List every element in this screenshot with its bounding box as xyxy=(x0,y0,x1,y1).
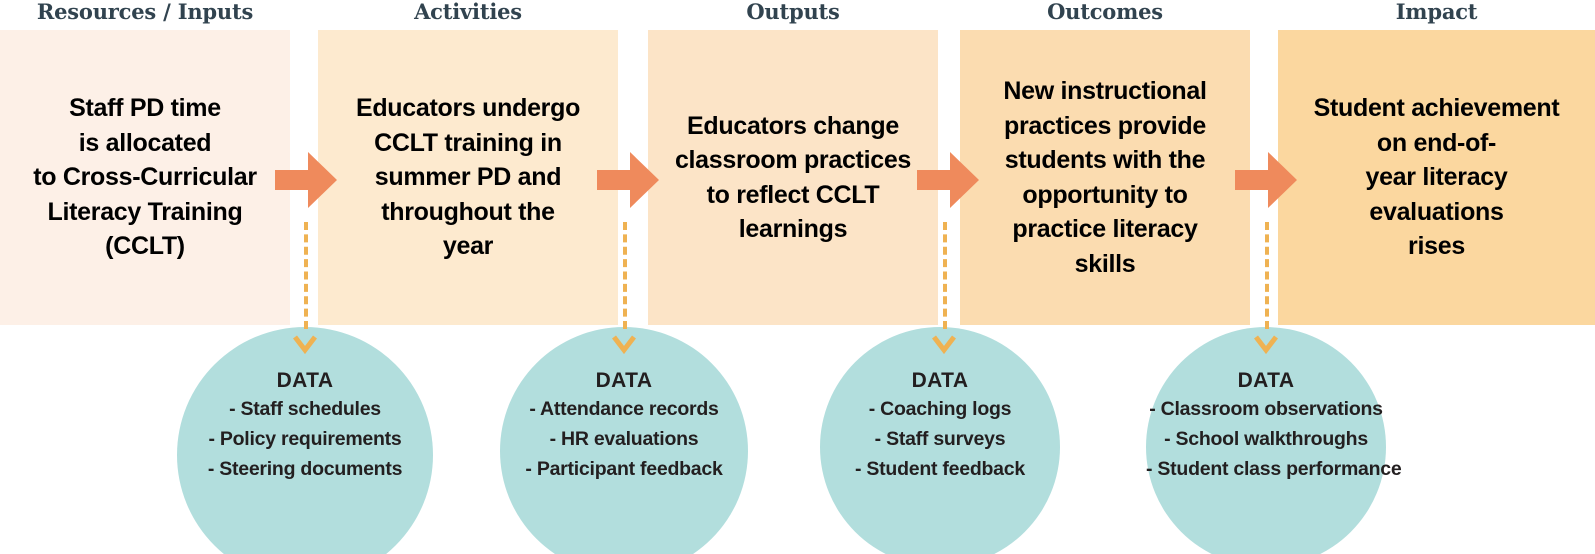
stage-panel-text-outcomes: New instructional practices provide stud… xyxy=(1003,77,1207,278)
data-connector-2 xyxy=(604,222,644,357)
data-item-3-1: - Coaching logs xyxy=(868,398,1012,421)
data-content-resources-inputs: DATA - Staff schedules - Policy requirem… xyxy=(177,367,433,484)
data-item-4-3: - Student class performance xyxy=(1146,457,1402,480)
data-circle-resources-inputs xyxy=(177,327,433,554)
data-item-1-2: - Policy requirements xyxy=(208,427,402,450)
chevron-down-icon-4 xyxy=(1254,333,1278,357)
data-label-3: DATA xyxy=(911,369,969,392)
data-item-2-1: - Attendance records xyxy=(529,398,719,421)
data-connector-4 xyxy=(1246,222,1286,357)
stage-panel-activities: Educators undergo CCLT training in summe… xyxy=(318,30,618,325)
data-item-2-2: - HR evaluations xyxy=(549,427,699,450)
chevron-down-icon-2 xyxy=(612,333,636,357)
data-circle-activities xyxy=(500,327,748,554)
stage-panel-impact: Student achievement on end-of- year lite… xyxy=(1278,30,1595,325)
flow-arrow-icon-4 xyxy=(1235,152,1297,208)
data-label-4: DATA xyxy=(1237,369,1295,392)
stage-panel-text-impact: Student achievement on end-of- year lite… xyxy=(1313,94,1560,261)
dashed-line-2 xyxy=(623,222,627,329)
column-header-outcomes: Outcomes xyxy=(1047,0,1163,24)
dashed-line-1 xyxy=(304,222,308,329)
dashed-line-3 xyxy=(943,222,947,329)
data-content-outcomes: DATA - Classroom observations - School w… xyxy=(1146,367,1402,484)
data-item-1-1: - Staff schedules xyxy=(229,398,381,421)
data-item-3-3: - Student feedback xyxy=(855,457,1025,480)
flow-arrow-icon-3 xyxy=(917,152,979,208)
stage-panel-text-activities: Educators undergo CCLT training in summe… xyxy=(355,94,581,261)
stage-panel-outcomes: New instructional practices provide stud… xyxy=(960,30,1250,325)
column-header-resources-inputs: Resources / Inputs xyxy=(36,0,254,24)
data-item-3-2: - Staff surveys xyxy=(874,427,1006,450)
data-content-outputs: DATA - Coaching logs - Staff surveys - S… xyxy=(820,367,1060,484)
data-connector-1 xyxy=(285,222,325,357)
data-circle-outputs xyxy=(820,327,1060,554)
data-label-1: DATA xyxy=(276,369,334,392)
data-content-activities: DATA - Attendance records - HR evaluatio… xyxy=(500,367,748,484)
data-item-2-3: - Participant feedback xyxy=(525,457,723,480)
dashed-line-4 xyxy=(1265,222,1269,329)
chevron-down-icon-3 xyxy=(932,333,956,357)
data-connector-3 xyxy=(924,222,964,357)
column-header-outputs: Outputs xyxy=(746,0,840,24)
stage-panel-resources-inputs: Staff PD time is allocated to Cross-Curr… xyxy=(0,30,290,325)
data-label-2: DATA xyxy=(595,369,653,392)
stage-panel-text-outputs: Educators change classroom practices to … xyxy=(674,111,912,244)
data-circle-outcomes xyxy=(1146,327,1386,554)
column-header-activities: Activities xyxy=(414,0,522,24)
stage-panel-outputs: Educators change classroom practices to … xyxy=(648,30,938,325)
flow-arrow-icon-1 xyxy=(275,152,337,208)
data-item-4-2: - School walkthroughs xyxy=(1164,427,1368,450)
stage-panel-text-resources-inputs: Staff PD time is allocated to Cross-Curr… xyxy=(33,94,257,261)
data-item-1-3: - Steering documents xyxy=(207,457,403,480)
column-header-impact: Impact xyxy=(1395,0,1478,24)
flow-arrow-icon-2 xyxy=(597,152,659,208)
chevron-down-icon-1 xyxy=(293,333,317,357)
data-item-4-1: - Classroom observations xyxy=(1149,398,1383,421)
